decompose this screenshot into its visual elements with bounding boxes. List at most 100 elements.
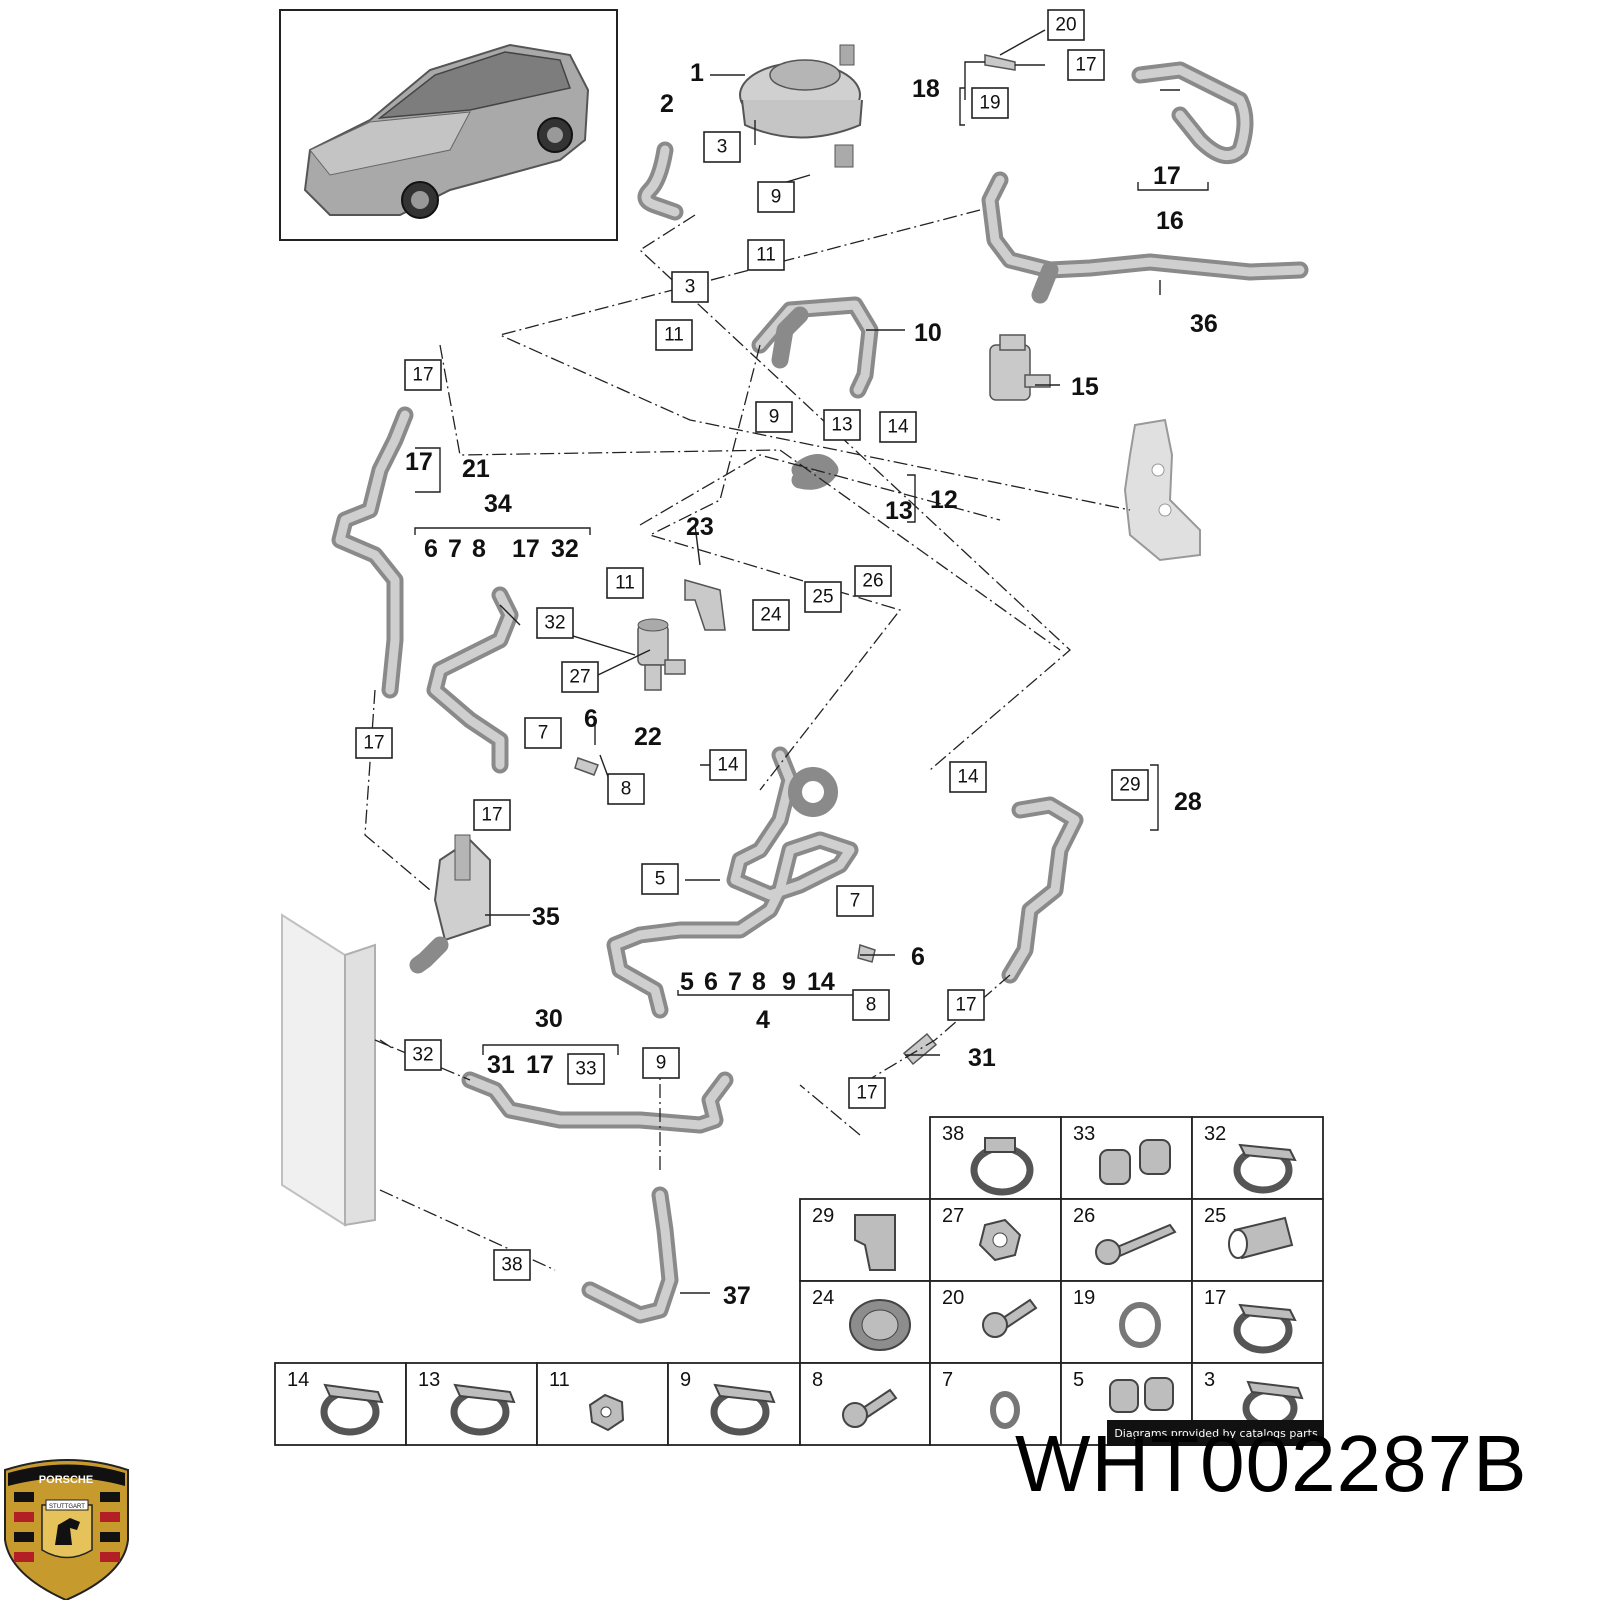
svg-text:11: 11 <box>664 325 684 346</box>
svg-text:5: 5 <box>1073 1369 1084 1391</box>
svg-text:8: 8 <box>866 995 877 1016</box>
svg-text:6: 6 <box>584 705 598 733</box>
callout-box: 9 <box>642 1047 680 1079</box>
spacer-sleeve-icon <box>1228 1216 1294 1260</box>
heat-exchanger-35 <box>409 834 491 974</box>
callout-box: 7 <box>836 885 874 917</box>
valve-22 <box>637 579 726 691</box>
callout-box: 3 <box>703 131 741 163</box>
legend-cell: 32 <box>1191 1116 1324 1200</box>
bolt-icon <box>982 1298 1038 1338</box>
svg-text:24: 24 <box>760 605 782 626</box>
svg-text:20: 20 <box>1055 15 1076 36</box>
svg-text:32: 32 <box>544 613 565 634</box>
legend-cell: 33 <box>1060 1116 1193 1200</box>
svg-text:33: 33 <box>1073 1123 1095 1145</box>
svg-text:7: 7 <box>538 723 549 744</box>
legend-cell: 9 <box>667 1362 801 1446</box>
svg-text:9: 9 <box>782 968 796 996</box>
svg-text:3: 3 <box>717 137 728 158</box>
callout-box: 29 <box>1111 769 1149 801</box>
svg-text:7: 7 <box>850 891 861 912</box>
svg-text:26: 26 <box>862 571 883 592</box>
legend-cell: 25 <box>1191 1198 1324 1282</box>
porsche-crest-icon: PORSCHE STUTTGART <box>4 1459 129 1600</box>
svg-text:3: 3 <box>685 277 696 298</box>
svg-text:Diagrams provided by catalogs: Diagrams provided by catalogs parts <box>1114 1427 1318 1440</box>
svg-text:21: 21 <box>462 455 490 483</box>
callout-box: 17 <box>404 359 442 391</box>
svg-text:38: 38 <box>501 1255 522 1276</box>
part-number: WHT002287B <box>1015 1419 1528 1508</box>
component-illustrations <box>281 44 1309 1324</box>
svg-text:17: 17 <box>1153 162 1181 190</box>
seal-ring-icon <box>990 1391 1020 1429</box>
legend-cell: 14 <box>274 1362 407 1446</box>
legend-cell: 13 <box>405 1362 538 1446</box>
svg-text:30: 30 <box>535 1005 563 1033</box>
callout-box: 19 <box>971 87 1009 119</box>
legend-cell: 7 <box>929 1362 1062 1446</box>
callout-box: 14 <box>949 761 987 793</box>
svg-text:2: 2 <box>660 90 674 118</box>
svg-text:6: 6 <box>424 535 438 563</box>
svg-text:5: 5 <box>680 968 694 996</box>
boxed-callouts: 20 17 19 3 9 11 3 11 9 13 14 17 17 11 24… <box>355 9 1149 1281</box>
legend-cell: 17 <box>1191 1280 1324 1364</box>
legend-cell: 38 <box>929 1116 1062 1200</box>
svg-text:31: 31 <box>968 1044 996 1072</box>
svg-text:17: 17 <box>412 365 433 386</box>
credit-banner: Diagrams provided by catalogs parts <box>1107 1420 1324 1446</box>
double-clip-icon <box>1099 1139 1171 1185</box>
callout-box: 14 <box>709 749 747 781</box>
legend-cell: 29 <box>799 1198 931 1282</box>
svg-text:8: 8 <box>472 535 486 563</box>
mounting-bracket <box>1123 418 1201 562</box>
spring-clamp-icon <box>1233 1143 1297 1194</box>
expansion-tank <box>739 44 863 168</box>
callout-box: 11 <box>747 239 785 271</box>
spring-clamp-icon <box>710 1383 776 1436</box>
svg-text:17: 17 <box>363 733 384 754</box>
svg-text:32: 32 <box>412 1045 433 1066</box>
legend-cell: 8 <box>799 1362 931 1446</box>
callout-box: 17 <box>473 799 511 831</box>
hardware-legend: 38 33 32 29 27 26 25 24 20 19 17 14 13 1… <box>274 1116 1324 1446</box>
svg-text:13: 13 <box>831 415 852 436</box>
legend-cell: 24 <box>799 1280 931 1364</box>
flange-nut-icon <box>978 1218 1022 1262</box>
svg-text:29: 29 <box>812 1205 834 1227</box>
svg-text:7: 7 <box>728 968 742 996</box>
svg-text:11: 11 <box>549 1369 570 1391</box>
svg-text:36: 36 <box>1190 310 1218 338</box>
svg-text:34: 34 <box>484 490 512 518</box>
svg-text:27: 27 <box>942 1205 964 1227</box>
svg-text:8: 8 <box>621 779 632 800</box>
svg-text:4: 4 <box>756 1006 770 1034</box>
svg-text:19: 19 <box>1073 1287 1095 1309</box>
legend-cell: 26 <box>1060 1198 1193 1282</box>
svg-text:16: 16 <box>1156 207 1184 235</box>
callout-box: 3 <box>671 271 709 303</box>
svg-text:15: 15 <box>1071 373 1099 401</box>
svg-text:7: 7 <box>448 535 462 563</box>
callout-box: 17 <box>355 727 393 759</box>
svg-text:8: 8 <box>752 968 766 996</box>
svg-text:14: 14 <box>807 968 835 996</box>
svg-text:PORSCHE: PORSCHE <box>39 1474 93 1486</box>
legend-cell: 27 <box>929 1198 1062 1282</box>
svg-text:14: 14 <box>887 417 909 438</box>
svg-text:14: 14 <box>957 767 979 788</box>
callout-box: 8 <box>852 989 890 1021</box>
svg-text:17: 17 <box>955 995 976 1016</box>
svg-text:35: 35 <box>532 903 560 931</box>
svg-text:7: 7 <box>942 1369 953 1391</box>
svg-text:STUTTGART: STUTTGART <box>49 1504 85 1510</box>
double-clip-icon <box>1109 1377 1174 1413</box>
svg-text:13: 13 <box>885 497 913 525</box>
svg-text:19: 19 <box>979 93 1000 114</box>
callout-box: 17 <box>1067 49 1105 81</box>
svg-text:17: 17 <box>526 1051 554 1079</box>
svg-text:17: 17 <box>1204 1287 1226 1309</box>
svg-text:17: 17 <box>405 448 433 476</box>
